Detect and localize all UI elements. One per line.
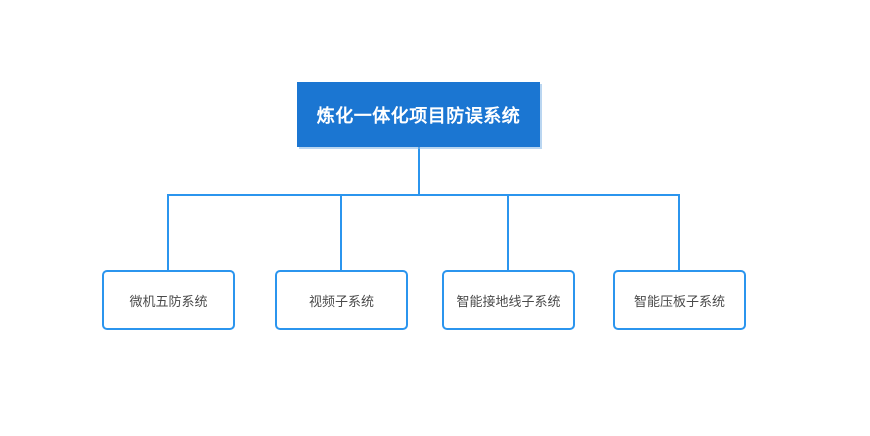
connector-drop-4 <box>678 194 680 270</box>
child-node-label: 智能接地线子系统 <box>456 293 561 309</box>
child-node-wujifang[interactable]: 微机五防系统 <box>102 270 235 330</box>
connector-drop-1 <box>167 194 169 270</box>
child-node-grounding-line[interactable]: 智能接地线子系统 <box>442 270 575 330</box>
connector-horizontal-rail <box>167 194 680 196</box>
child-node-pressure-plate[interactable]: 智能压板子系统 <box>613 270 746 330</box>
child-node-label: 智能压板子系统 <box>633 293 725 309</box>
connector-drop-3 <box>507 194 509 270</box>
child-node-video[interactable]: 视频子系统 <box>275 270 408 330</box>
child-node-label: 视频子系统 <box>308 293 374 309</box>
connector-drop-2 <box>340 194 342 270</box>
root-node[interactable]: 炼化一体化项目防误系统 <box>297 82 540 147</box>
connector-root-stem <box>418 147 420 194</box>
child-node-label: 微机五防系统 <box>129 293 208 309</box>
root-node-label: 炼化一体化项目防误系统 <box>316 105 521 126</box>
